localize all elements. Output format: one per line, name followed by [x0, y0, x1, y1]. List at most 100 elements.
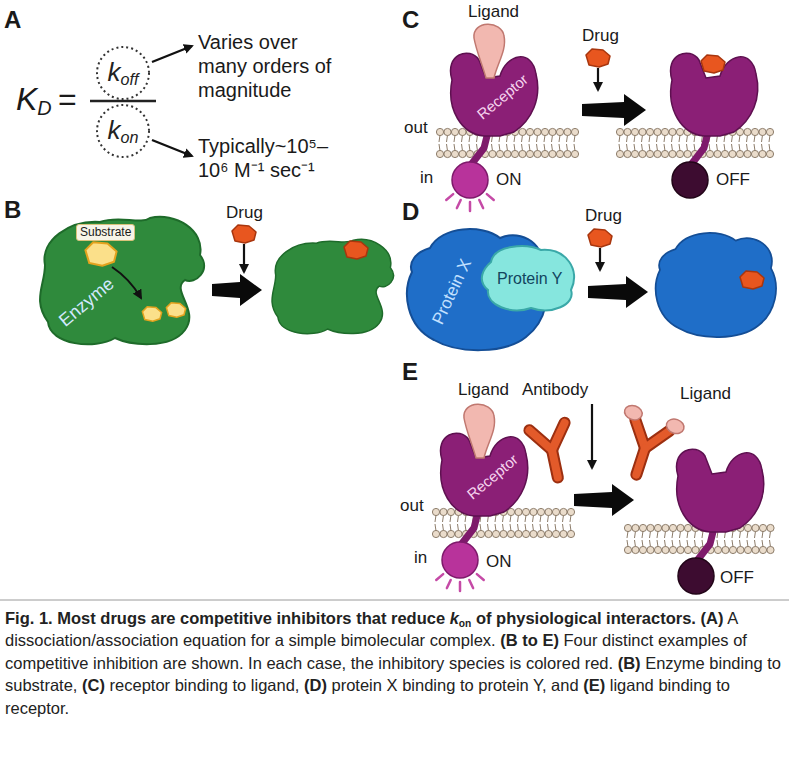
- label-anchor: Typically~10⁵– 10⁶ M⁻¹ sec⁻¹: [198, 134, 358, 182]
- text-run: out: [400, 496, 424, 515]
- text-run: E: [402, 358, 418, 385]
- label-anchor: in: [414, 548, 427, 568]
- lipid-head: [684, 150, 691, 157]
- text-run: out: [404, 118, 428, 137]
- lipid-head: [560, 530, 567, 537]
- receptor-node: Receptor: [442, 18, 542, 140]
- ligand-shape: [474, 24, 505, 78]
- lipid-head: [706, 150, 713, 157]
- lipid-head: [432, 508, 439, 515]
- lipid-head: [534, 128, 541, 135]
- text-run: OFF: [716, 170, 750, 189]
- text-run: Ligand: [458, 380, 509, 399]
- label-anchor: Drug: [226, 203, 263, 223]
- lipid-head: [571, 150, 578, 157]
- figure-label: KD: [16, 80, 52, 118]
- drug-molecule: [232, 225, 256, 243]
- label-anchor: out: [404, 118, 428, 138]
- transition-arrow: [582, 94, 646, 126]
- panel-ref: (C): [82, 676, 105, 694]
- lipid-head: [631, 150, 638, 157]
- lipid-head: [669, 524, 676, 531]
- enzyme-blob: [40, 217, 204, 344]
- lipid-head: [759, 524, 766, 531]
- lipid-head: [654, 150, 661, 157]
- lipid-head: [616, 128, 623, 135]
- text-run: in: [420, 168, 433, 187]
- receptor-body: [676, 449, 763, 532]
- antibody-shape: [607, 403, 686, 484]
- panel-letter: A: [4, 6, 21, 35]
- lipid-head: [661, 150, 668, 157]
- figure-caption: Fig. 1. Most drugs are competitive inhib…: [5, 607, 784, 719]
- figure-label: Varies over many orders of magnitude: [198, 30, 348, 102]
- lipid-head: [519, 150, 526, 157]
- text-run: Protein Y: [497, 270, 563, 287]
- lipid-head: [729, 546, 736, 553]
- small-arrow: [591, 404, 593, 468]
- lipid-head: [556, 128, 563, 135]
- lipid-head: [440, 508, 447, 515]
- text-run: Fig. 1. Most drugs are competitive inhib…: [5, 609, 450, 627]
- signal-on: [442, 542, 478, 578]
- lipid-head: [744, 546, 751, 553]
- small-arrow: [152, 140, 192, 156]
- figure-label: Ligand: [458, 380, 509, 400]
- lipid-head: [766, 128, 773, 135]
- shape-group: [440, 404, 527, 516]
- figure-label: out: [400, 496, 424, 516]
- signal-ray: [446, 194, 453, 200]
- text-run: in: [414, 548, 427, 567]
- lipid-head: [567, 530, 574, 537]
- lipid-head: [459, 128, 466, 135]
- lipid-head: [455, 530, 462, 537]
- text-run: Substrate: [80, 225, 131, 239]
- lipid-head: [519, 128, 526, 135]
- text-run: ON: [496, 170, 522, 189]
- lipid-head: [549, 128, 556, 135]
- panel-ref: (E): [583, 676, 605, 694]
- symbol-letter: k: [450, 609, 459, 627]
- lipid-head: [661, 128, 668, 135]
- lipid-head: [451, 150, 458, 157]
- caption-rule: [0, 600, 789, 601]
- node-label: Protein Y: [497, 270, 563, 288]
- shape-group: [97, 105, 149, 157]
- lipid-head: [714, 150, 721, 157]
- lipid-head: [631, 128, 638, 135]
- lipid-head: [676, 150, 683, 157]
- signal-on: [452, 162, 488, 198]
- panel-letter: E: [402, 358, 418, 387]
- lipid-head: [759, 150, 766, 157]
- caption-anchor: Fig. 1. Most drugs are competitive inhib…: [5, 607, 784, 719]
- text-run: =: [58, 81, 77, 117]
- lipid-head: [541, 150, 548, 157]
- lipid-head: [654, 128, 661, 135]
- transition-arrow: [212, 274, 262, 306]
- receptor-body: [670, 53, 757, 136]
- lipid-head: [444, 150, 451, 157]
- lipid-head: [759, 546, 766, 553]
- figure-label: ON: [486, 552, 512, 572]
- enzyme-blob: [272, 239, 393, 333]
- protein-blob: [482, 246, 574, 310]
- receptor-stem: [470, 132, 488, 166]
- product-shape: [142, 307, 161, 321]
- text-run: Drug: [585, 206, 622, 225]
- text-run: Varies over many orders of magnitude: [198, 31, 331, 101]
- drug-molecule: [588, 229, 612, 247]
- figure-label: Typically~10⁵– 10⁶ M⁻¹ sec⁻¹: [198, 134, 358, 182]
- lipid-head: [744, 150, 751, 157]
- lipid-head: [500, 530, 507, 537]
- subscript: off: [121, 70, 139, 88]
- label-anchor: Ligand: [468, 2, 519, 22]
- lipid-head: [511, 150, 518, 157]
- panel-ref: (B): [618, 654, 641, 672]
- lipid-head: [564, 128, 571, 135]
- lipid-head: [639, 128, 646, 135]
- lipid-head: [447, 508, 454, 515]
- lipid-head: [632, 524, 639, 531]
- caption-title: Fig. 1. Most drugs are competitive inhib…: [5, 609, 701, 627]
- lipid-head: [684, 524, 691, 531]
